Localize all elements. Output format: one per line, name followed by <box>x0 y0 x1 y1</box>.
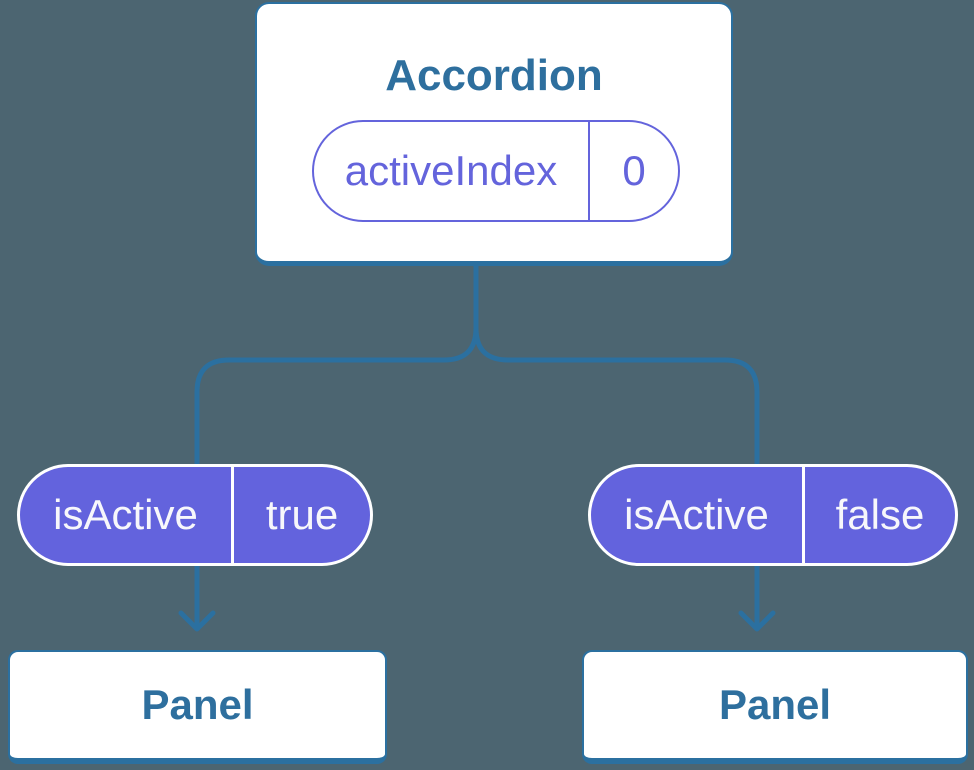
prop-name: isActive <box>53 491 198 538</box>
prop-value: true <box>265 491 339 538</box>
pill-divider <box>231 467 234 563</box>
accordion-component-node: Accordion activeIndex 0 <box>255 2 733 266</box>
panel-label: Panel <box>718 681 832 728</box>
connector-left-branch <box>194 263 479 626</box>
prop-name: isActive <box>624 491 769 538</box>
prop-pill-is-active-true: isActive true <box>17 464 373 566</box>
arrow-down-icon-left <box>178 610 216 632</box>
panel-label: Panel <box>141 681 254 728</box>
state-name: activeIndex <box>344 147 558 194</box>
panel-node-right: Panel <box>582 650 968 764</box>
arrow-down-icon-right <box>738 610 776 632</box>
state-pill: activeIndex 0 <box>312 120 680 222</box>
pill-divider <box>588 122 590 220</box>
panel-node-left: Panel <box>8 650 387 764</box>
prop-value: false <box>835 491 925 538</box>
pill-divider <box>802 467 805 563</box>
component-title: Accordion <box>385 51 603 100</box>
connector-right-branch <box>473 263 760 626</box>
state-value: 0 <box>622 147 646 194</box>
prop-pill-is-active-false: isActive false <box>588 464 958 566</box>
